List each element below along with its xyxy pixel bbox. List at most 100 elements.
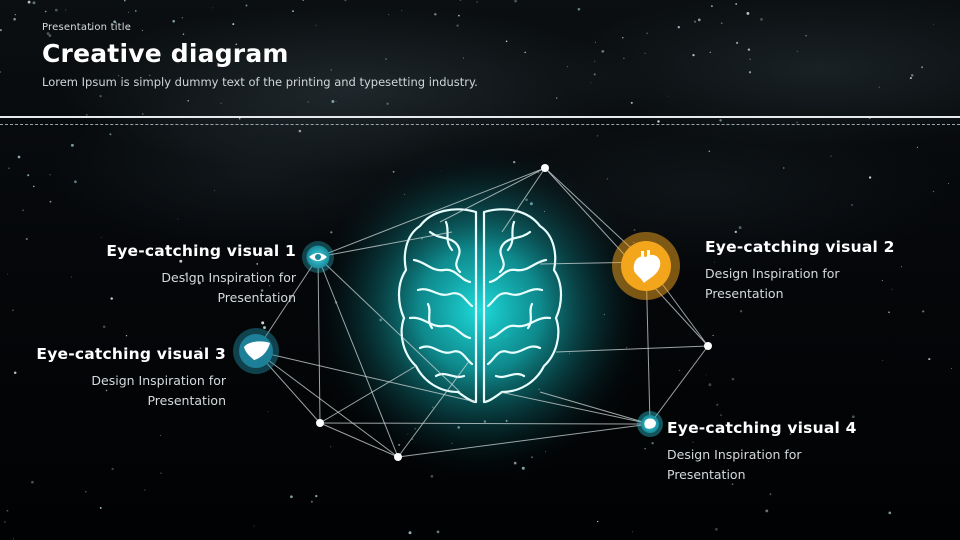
star	[524, 51, 526, 54]
slide-title: Creative diagram	[42, 39, 289, 68]
star	[124, 0, 126, 2]
visual-2-label: Eye-catching visual 2 Design Inspiration…	[705, 238, 895, 304]
star	[677, 26, 680, 29]
star	[765, 509, 769, 513]
star	[720, 22, 723, 24]
star	[0, 71, 1, 73]
header-divider	[0, 116, 960, 118]
star	[596, 135, 599, 137]
star	[916, 146, 919, 149]
star	[267, 411, 269, 413]
visual-4-description: Design Inspiration for Presentation	[667, 447, 802, 482]
brain-icon	[397, 208, 563, 404]
star	[160, 472, 162, 474]
star	[253, 525, 255, 527]
star	[901, 266, 903, 268]
star	[555, 97, 558, 99]
star	[692, 441, 694, 443]
star	[344, 0, 347, 2]
star	[330, 69, 332, 71]
star	[922, 310, 925, 313]
star	[739, 309, 743, 313]
star	[6, 273, 8, 275]
star	[331, 100, 335, 103]
star	[32, 1, 36, 5]
star	[748, 71, 752, 74]
star	[719, 414, 723, 417]
star	[263, 326, 266, 330]
star	[514, 0, 517, 3]
star	[463, 57, 465, 59]
visual-3-node	[233, 328, 279, 374]
star	[693, 20, 697, 23]
star	[933, 24, 935, 26]
star	[144, 489, 146, 491]
star	[113, 244, 116, 247]
star	[646, 32, 648, 35]
star	[110, 297, 113, 300]
star	[796, 121, 798, 123]
star	[127, 27, 130, 31]
network-node	[541, 164, 549, 172]
star	[125, 335, 128, 337]
star	[113, 47, 115, 49]
star	[197, 281, 201, 285]
star	[623, 57, 625, 60]
star	[315, 24, 317, 26]
star	[594, 60, 596, 62]
star	[731, 377, 735, 381]
star	[13, 538, 15, 540]
star	[717, 248, 720, 251]
star	[65, 9, 67, 11]
star	[32, 185, 35, 188]
star	[888, 311, 890, 314]
star	[705, 374, 707, 376]
header-divider-dashed	[0, 124, 960, 125]
star	[932, 190, 935, 193]
star	[100, 236, 102, 238]
star	[13, 371, 17, 375]
star	[622, 37, 624, 39]
star	[878, 86, 880, 88]
star	[881, 279, 883, 281]
star	[6, 509, 9, 512]
network-node	[316, 419, 324, 427]
star	[408, 531, 412, 535]
visual-2-heading: Eye-catching visual 2	[705, 238, 895, 256]
star	[921, 66, 923, 69]
star	[749, 58, 751, 60]
star	[644, 447, 646, 450]
star	[48, 34, 52, 37]
star	[651, 442, 654, 445]
star	[768, 460, 770, 462]
star	[256, 263, 259, 265]
visual-2-description: Design Inspiration for Presentation	[705, 266, 840, 301]
star	[577, 7, 581, 11]
star	[385, 58, 387, 60]
star	[928, 358, 931, 361]
star	[594, 41, 596, 43]
star	[4, 521, 6, 523]
star	[260, 289, 264, 292]
star	[14, 14, 16, 16]
star	[476, 1, 478, 3]
star	[910, 74, 914, 77]
star	[105, 389, 108, 392]
visual-4-heading: Eye-catching visual 4	[667, 419, 857, 437]
star	[298, 129, 302, 133]
star	[261, 321, 265, 325]
star	[805, 34, 807, 37]
star	[731, 483, 734, 486]
visual-1-node	[302, 241, 334, 273]
star	[851, 204, 853, 206]
star	[631, 531, 634, 533]
star	[735, 3, 738, 5]
star	[49, 173, 51, 176]
star	[220, 102, 222, 105]
star	[708, 383, 712, 387]
star	[49, 200, 52, 203]
star	[99, 94, 102, 98]
star	[89, 28, 93, 31]
star	[769, 493, 772, 495]
